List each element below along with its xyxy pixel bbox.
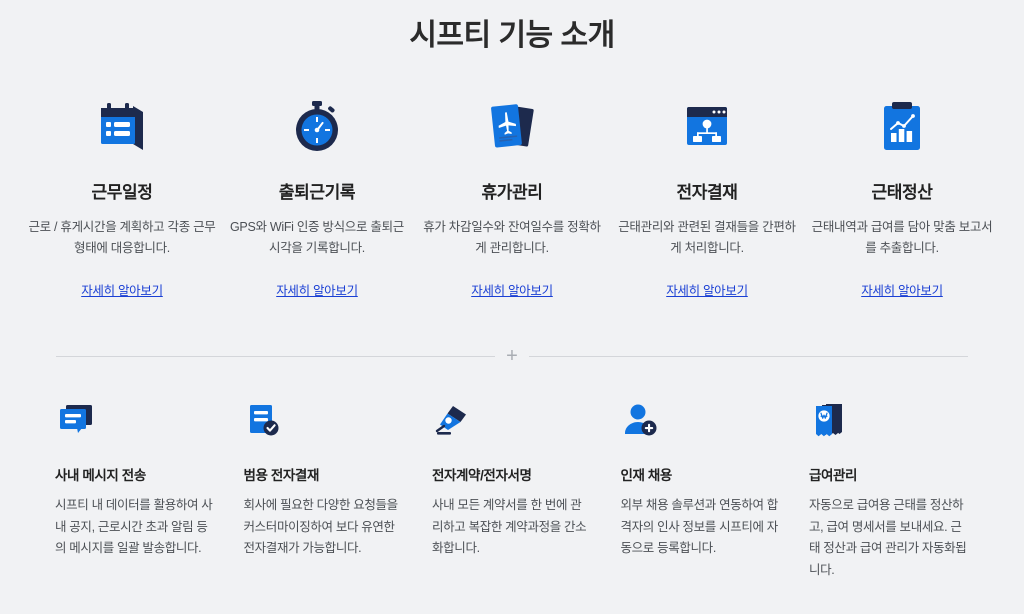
feature-card-work-schedule[interactable]: 근무일정 근로 / 휴게시간을 계획하고 각종 근무형태에 대응합니다. 자세히…	[28, 95, 216, 299]
feature-learn-more-link[interactable]: 자세히 알아보기	[276, 284, 358, 299]
feature-description: 근로 / 휴게시간을 계획하고 각종 근무형태에 대응합니다.	[28, 220, 216, 255]
section-divider: +	[56, 346, 968, 366]
feature-description: 휴가 차감일수와 잔여일수를 정확하게 관리합니다.	[423, 220, 601, 255]
chat-bubble-icon	[55, 398, 99, 446]
feature-description: GPS와 WiFi 인증 방식으로 출퇴근 시각을 기록합니다.	[230, 220, 404, 255]
boarding-pass-icon	[483, 95, 541, 157]
subfeature-description: 외부 채용 솔루션과 연동하여 합격자의 인사 정보를 시프티에 자동으로 등록…	[620, 498, 779, 556]
feature-card-leave-management[interactable]: 휴가관리 휴가 차감일수와 잔여일수를 정확하게 관리합니다. 자세히 알아보기	[418, 95, 606, 299]
subfeature-description: 시프티 내 데이터를 활용하여 사내 공지, 근로시간 초과 알림 등의 메시지…	[55, 498, 213, 556]
feature-title: 전자결재	[676, 183, 738, 202]
page-title: 시프티 기능 소개	[409, 19, 615, 52]
feature-card-attendance-record[interactable]: 출퇴근기록 GPS와 WiFi 인증 방식으로 출퇴근 시각을 기록합니다. 자…	[223, 95, 411, 299]
feature-card-settlement[interactable]: 근태정산 근태내역과 급여를 담아 맞춤 보고서를 추출합니다. 자세히 알아보…	[808, 95, 996, 299]
feature-description: 근태관리와 관련된 결재들을 간편하게 처리합니다.	[618, 220, 796, 255]
subfeature-general-approval[interactable]: 범용 전자결재 회사에 필요한 다양한 요청들을 커스터마이징하여 보다 유연한…	[244, 398, 404, 581]
feature-learn-more-link[interactable]: 자세히 알아보기	[81, 284, 163, 299]
clipboard-chart-icon	[873, 95, 931, 157]
feature-description: 근태내역과 급여를 담아 맞춤 보고서를 추출합니다.	[811, 220, 993, 255]
stopwatch-icon	[288, 95, 346, 157]
subfeature-title: 전자계약/전자서명	[432, 468, 532, 484]
plus-icon: +	[506, 345, 518, 368]
primary-features-row: 근무일정 근로 / 휴게시간을 계획하고 각종 근무형태에 대응합니다. 자세히…	[0, 55, 1024, 299]
subfeature-title: 인재 채용	[620, 468, 673, 484]
feature-card-approval[interactable]: 전자결재 근태관리와 관련된 결재들을 간편하게 처리합니다. 자세히 알아보기	[613, 95, 801, 299]
feature-title: 출퇴근기록	[278, 183, 356, 202]
subfeature-recruiting[interactable]: 인재 채용 외부 채용 솔루션과 연동하여 합격자의 인사 정보를 시프티에 자…	[621, 398, 781, 581]
pen-nib-icon	[432, 398, 476, 446]
subfeature-internal-messaging[interactable]: 사내 메시지 전송 시프티 내 데이터를 활용하여 사내 공지, 근로시간 초과…	[55, 398, 215, 581]
calendar-schedule-icon	[93, 95, 151, 157]
document-check-icon	[244, 398, 288, 446]
feature-learn-more-link[interactable]: 자세히 알아보기	[471, 284, 553, 299]
feature-learn-more-link[interactable]: 자세히 알아보기	[666, 284, 748, 299]
user-add-icon	[621, 398, 665, 446]
divider-line-left	[56, 355, 495, 357]
subfeature-payroll[interactable]: 급여관리 자동으로 급여용 근태를 정산하고, 급여 명세서를 보내세요. 근태…	[809, 398, 969, 581]
feature-title: 근태정산	[871, 183, 933, 202]
secondary-features-row: 사내 메시지 전송 시프티 내 데이터를 활용하여 사내 공지, 근로시간 초과…	[0, 366, 1024, 581]
feature-title: 휴가관리	[481, 183, 543, 202]
divider-line-right	[529, 355, 968, 357]
subfeature-description: 회사에 필요한 다양한 요청들을 커스터마이징하여 보다 유연한 전자결재가 가…	[243, 498, 399, 556]
feature-title: 근무일정	[91, 183, 153, 202]
subfeature-title: 범용 전자결재	[243, 468, 320, 484]
subfeature-description: 사내 모든 계약서를 한 번에 관리하고 복잡한 계약과정을 간소화합니다.	[432, 498, 587, 556]
subfeature-title: 급여관리	[809, 468, 858, 484]
org-chart-window-icon	[678, 95, 736, 157]
subfeature-e-contract[interactable]: 전자계약/전자서명 사내 모든 계약서를 한 번에 관리하고 복잡한 계약과정을…	[432, 398, 592, 581]
subfeature-title: 사내 메시지 전송	[55, 468, 146, 484]
payroll-receipt-icon	[809, 398, 853, 446]
feature-learn-more-link[interactable]: 자세히 알아보기	[861, 284, 943, 299]
subfeature-description: 자동으로 급여용 근태를 정산하고, 급여 명세서를 보내세요. 근태 정산과 …	[809, 498, 967, 577]
